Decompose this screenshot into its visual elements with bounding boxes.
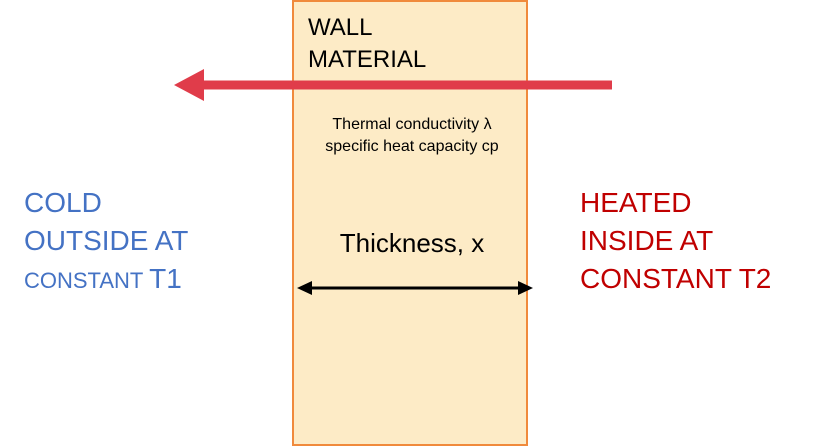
cold-line3-prefix: CONSTANT (24, 268, 150, 293)
cold-line3: CONSTANT T1 (24, 260, 188, 300)
wall-title-line2: MATERIAL (308, 46, 427, 73)
thickness-label: Thickness, x (339, 228, 485, 258)
cold-line1: COLD (24, 187, 102, 218)
hot-line2: INSIDE AT (580, 225, 714, 256)
heated-inside-label: HEATED INSIDE AT CONSTANT T2 (580, 184, 771, 298)
wall-title: WALL MATERIAL (308, 12, 426, 76)
cold-line3-suffix: T1 (149, 263, 182, 294)
heat-capacity-label: specific heat capacity cp (325, 138, 499, 155)
wall-title-line1: WALL (308, 14, 373, 41)
thermal-conductivity-label: Thermal conductivity λ (332, 116, 492, 133)
wall-block (292, 0, 528, 446)
thickness-double-arrow (297, 281, 533, 295)
cold-outside-label: COLD OUTSIDE AT CONSTANT T1 (24, 184, 188, 300)
hot-line1: HEATED (580, 187, 692, 218)
cold-line2: OUTSIDE AT (24, 225, 189, 256)
wall-properties: Thermal conductivity λ specific heat cap… (296, 114, 528, 158)
hot-line3: CONSTANT T2 (580, 263, 772, 294)
heat-flow-arrow (174, 69, 612, 101)
